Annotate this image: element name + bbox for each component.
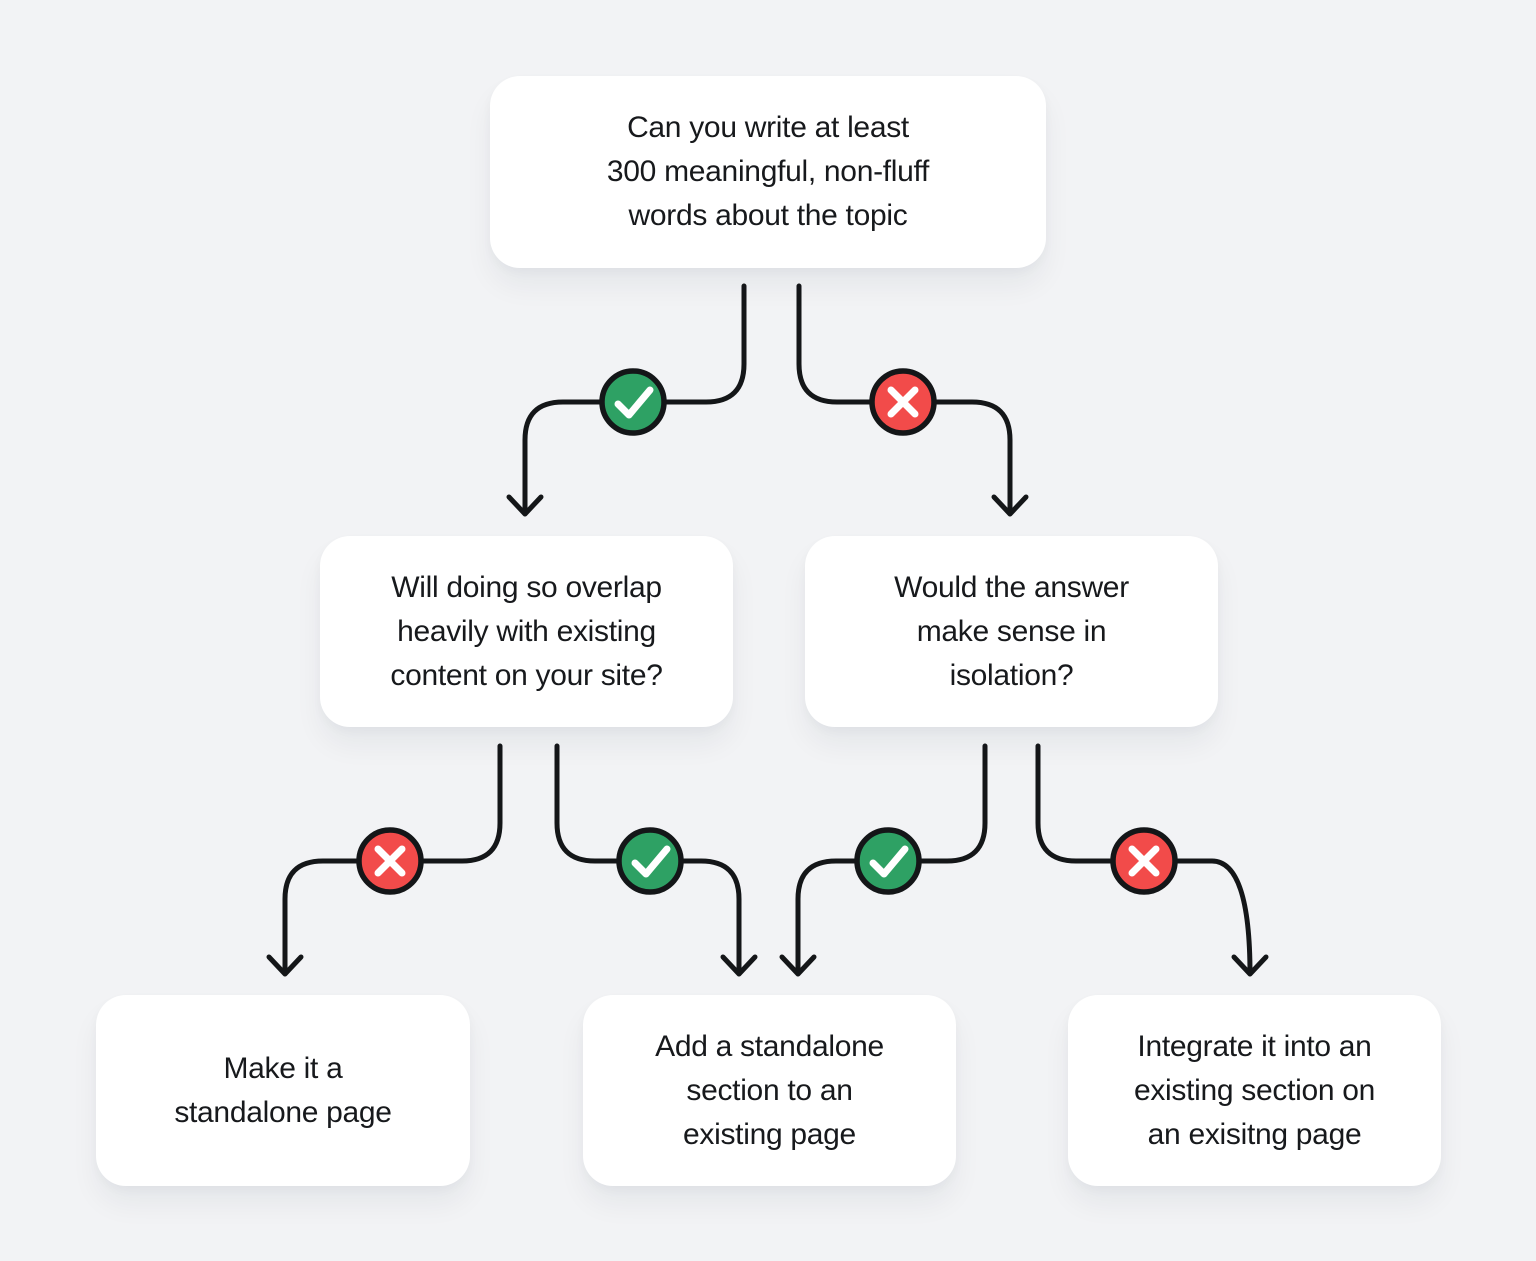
- node-add-standalone-section: Add a standalone section to an existing …: [583, 995, 956, 1186]
- no-badge-root: [869, 368, 937, 436]
- node-label: Would the answer make sense in isolation…: [894, 570, 1129, 692]
- no-badge-isolation: [1110, 827, 1178, 895]
- no-badge-overlap: [356, 827, 424, 895]
- node-label: Integrate it into an existing section on…: [1133, 1029, 1376, 1151]
- node-label: Can you write at least 300 meaningful, n…: [606, 111, 930, 232]
- node-integrate-section: Integrate it into an existing section on…: [1068, 995, 1441, 1186]
- edge-isolation-no: [1035, 743, 1269, 977]
- x-icon: [1128, 845, 1160, 877]
- node-isolation-question: Would the answer make sense in isolation…: [805, 536, 1218, 727]
- yes-badge-root: [599, 368, 667, 436]
- check-icon: [614, 386, 654, 419]
- check-icon: [869, 845, 909, 878]
- node-label: Will doing so overlap heavily with exist…: [390, 570, 663, 692]
- x-icon: [374, 845, 406, 877]
- badge-circle: [854, 827, 922, 895]
- yes-badge-isolation: [854, 827, 922, 895]
- node-label: Add a standalone section to an existing …: [655, 1029, 884, 1151]
- check-icon: [631, 845, 671, 878]
- node-label: Make it a standalone page: [174, 1051, 392, 1129]
- yes-badge-overlap: [616, 827, 684, 895]
- x-icon: [887, 386, 919, 418]
- badge-circle: [616, 827, 684, 895]
- node-root-question: Can you write at least 300 meaningful, n…: [490, 76, 1046, 268]
- badge-circle: [599, 368, 667, 436]
- node-overlap-question: Will doing so overlap heavily with exist…: [320, 536, 733, 727]
- node-standalone-page: Make it a standalone page: [96, 995, 470, 1186]
